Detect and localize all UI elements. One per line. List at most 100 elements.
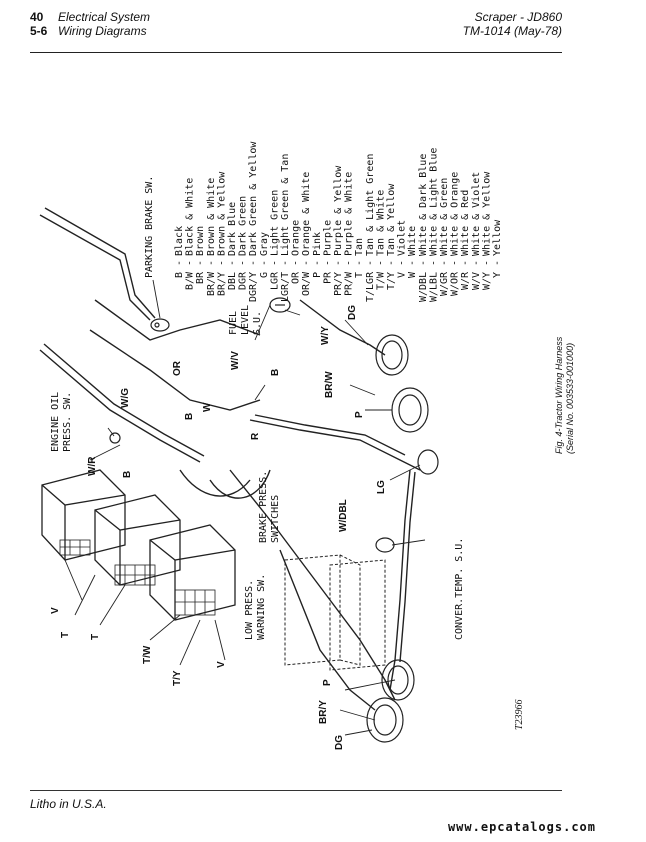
relay-box-2 — [94, 494, 181, 586]
legend-name: Tan & Yellow — [386, 183, 397, 256]
wire-top-left — [39, 214, 151, 321]
watermark: www.epcatalogs.com — [447, 820, 596, 834]
wire-loop-1 — [179, 469, 251, 497]
wire-label-br-w: BR/W — [324, 371, 335, 398]
wire-label-or: OR — [172, 360, 183, 376]
wire-down-right — [389, 469, 411, 691]
legend-dash: - — [344, 260, 355, 266]
label-brake-press-1: BRAKE PRESS. — [258, 471, 269, 543]
wire-label-t2: T — [90, 634, 101, 640]
legend-dash: - — [428, 260, 439, 266]
wire-label-w-g: W/G — [120, 388, 131, 408]
wire-label-lg: LG — [376, 480, 387, 494]
legend-dash: - — [269, 260, 280, 266]
legend-dash: - — [397, 260, 408, 266]
legend-dash: - — [195, 260, 206, 266]
engine-oil-switch — [109, 432, 121, 444]
legend-name: Purple & Yellow — [333, 165, 344, 256]
legend-name: Tan & Light Green — [365, 154, 376, 256]
legend-code: DGR/Y — [248, 272, 259, 302]
legend-code: T/W — [375, 271, 386, 290]
legend-name: White & Dark Blue — [418, 154, 429, 256]
wire-label-w-v: W/V — [230, 351, 241, 370]
leader-lines — [64, 279, 426, 736]
wire-right-1 — [249, 419, 421, 471]
legend-dash: - — [333, 260, 344, 266]
legend-code: W/GR — [439, 271, 450, 296]
caption-line-1: Fig. 4-Tractor Wiring Harness — [554, 336, 564, 454]
legend-dash: - — [248, 260, 259, 266]
legend-code: W/LBL — [428, 272, 439, 302]
legend-name: White — [407, 226, 418, 256]
legend-dash: - — [238, 260, 249, 266]
legend-name: White & Orange — [450, 172, 461, 256]
figure-caption: Fig. 4-Tractor Wiring Harness (Serial No… — [514, 336, 575, 730]
legend-dash: - — [481, 260, 492, 266]
legend-dash: - — [322, 260, 333, 266]
legend-code: LGR/T — [280, 272, 291, 302]
legend-code: W — [407, 271, 418, 278]
wire-label-t-w: T/W — [142, 645, 153, 664]
caption-line-2: (Serial No. 003533-001000) — [565, 343, 575, 454]
legend-dash: - — [185, 260, 196, 266]
wire-labels: W/V W/Y DG BR/W P LG W/DBL W/G OR B W B … — [50, 305, 387, 750]
legend-dash: - — [471, 260, 482, 266]
legend-dash: - — [227, 260, 238, 266]
legend-code: B/W — [185, 271, 196, 290]
wire-label-dg-top: DG — [347, 305, 358, 320]
wire-right-2 — [254, 414, 406, 456]
light-bottom-1 — [381, 659, 415, 701]
legend-name: Yellow — [492, 219, 503, 256]
legend-code: V — [397, 272, 408, 278]
terminal-grid-1 — [59, 539, 91, 556]
header-rule — [30, 52, 562, 53]
wire-dg-top — [299, 299, 386, 356]
legend-name: White & Green — [439, 178, 450, 256]
label-brake-press-2: SWITCHES — [270, 495, 281, 543]
label-parking-brake: PARKING BRAKE SW. — [144, 176, 155, 278]
header-right: Scraper - JD860 TM-1014 (May-78) — [463, 10, 562, 38]
legend-name: White & Yellow — [481, 171, 492, 256]
relay-box-3 — [149, 524, 236, 621]
legend-dash: - — [386, 260, 397, 266]
wire-label-v-bottom: V — [216, 661, 227, 668]
legend-name: White & Red — [460, 190, 471, 256]
wire-label-v-left: V — [50, 607, 61, 614]
wire-label-w-r: W/R — [87, 456, 98, 476]
legend-code: W/Y — [481, 272, 492, 290]
legend-name: White & Light Blue — [428, 148, 439, 256]
legend-name: Black & White — [185, 178, 196, 256]
legend-code: W/V — [471, 272, 482, 290]
header-right-line-2: TM-1014 (May-78) — [462, 24, 562, 38]
component-labels: PARKING BRAKE SW. ENGINE OIL PRESS. SW. … — [50, 176, 465, 640]
legend-name: Brown & Yellow — [216, 171, 227, 256]
legend-dash: - — [301, 260, 312, 266]
wire-label-t1: T — [60, 632, 71, 638]
wire-trunk-1 — [89, 329, 261, 411]
wire-down-right-2 — [399, 471, 416, 663]
legend-code: PR/Y — [333, 272, 344, 296]
light-p-right — [391, 387, 429, 433]
legend-dash: - — [450, 260, 461, 266]
legend-name: Tan & White — [375, 190, 386, 256]
legend-code: W/OR — [450, 271, 461, 296]
terminal-grid-2 — [114, 564, 156, 586]
legend-code: T/LGR — [365, 271, 376, 302]
legend-code: W/DBL — [418, 272, 429, 302]
legend-name: Light Green & Tan — [280, 154, 291, 256]
legend-name: Black — [174, 226, 185, 256]
legend-dash: - — [206, 260, 217, 266]
legend-code: PR/W — [344, 271, 355, 296]
legend-code: OR — [291, 271, 302, 284]
header-right-line-1: Scraper - JD860 — [474, 10, 562, 24]
footer-litho: Litho in U.S.A. — [30, 797, 107, 811]
label-fuel-3: S.U. — [252, 311, 263, 335]
legend-dash: - — [439, 260, 450, 266]
legend-name: Violet — [397, 220, 408, 256]
wire-left-diag — [39, 349, 201, 463]
wire-left-diag-2 — [43, 343, 205, 457]
legend-code: Y — [492, 272, 503, 278]
